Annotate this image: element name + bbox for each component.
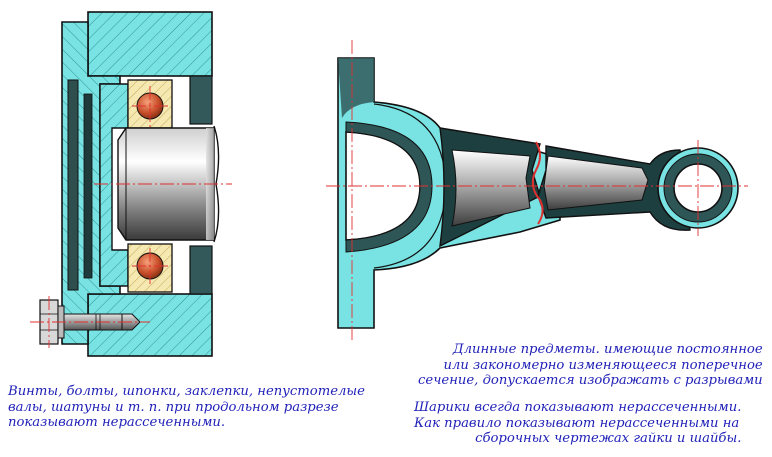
note-fasteners: Винты, болты, шпонки, заклепки, непустот… — [8, 384, 365, 431]
note-balls: Шарики всегда показывают нерассеченными.… — [388, 400, 741, 447]
arm-web-left — [451, 149, 531, 227]
hub-shade-top — [338, 58, 374, 118]
arm-web-right — [543, 155, 649, 211]
note-balls-line-2: Как правило показывают нерассеченными на — [414, 415, 740, 431]
note-fasteners-line-2: валы, шатуны и т. п. при продольном разр… — [8, 399, 339, 415]
note-balls-line-3: сборочных чертежах гайки и шайбы. — [475, 431, 742, 446]
seal-gap — [67, 79, 79, 291]
housing-top — [87, 11, 213, 77]
housing-inner-top — [189, 75, 213, 125]
seal-gap-inner — [83, 93, 93, 279]
break-line — [531, 141, 544, 225]
note-fasteners-line-3: показывают нерассеченными. — [8, 415, 226, 430]
lever-drawing — [326, 40, 748, 340]
bearing-assembly-section — [30, 11, 232, 357]
note-fasteners-line-1: Винты, болты, шпонки, заклепки, непустот… — [8, 384, 365, 399]
note-balls-line-1: Шарики всегда показывают нерассеченными. — [414, 400, 742, 415]
housing-inner-bottom — [189, 245, 213, 295]
centerlines-left — [30, 86, 232, 348]
centerlines-right — [326, 40, 748, 340]
hub-arc-rim — [345, 121, 433, 253]
note-long-objects: Длинные предметы. имеющие постоянное или… — [418, 342, 763, 389]
note-long-objects-line-1: Длинные предметы. имеющие постоянное — [452, 342, 763, 357]
note-long-objects-line-3: сечение, допускается изображать с разрыв… — [418, 373, 763, 388]
note-long-objects-line-2: или закономерно изменяющееся поперечное — [443, 357, 763, 373]
